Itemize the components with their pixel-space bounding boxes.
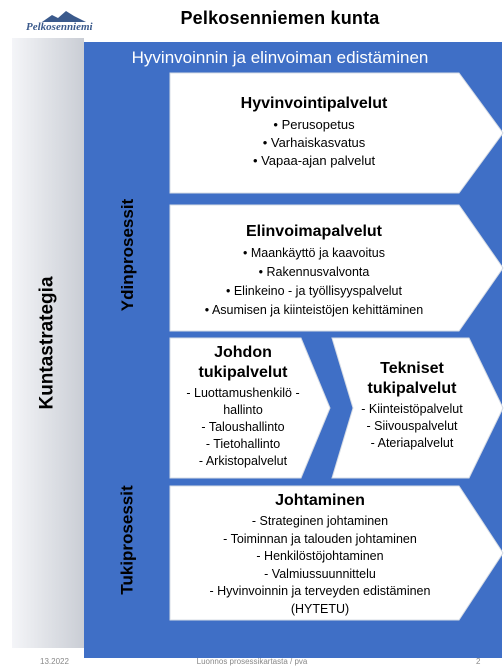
list-item: - Hyvinvoinnin ja terveyden edistäminen (209, 584, 431, 598)
vitality-services-title: Elinvoimapalvelut (245, 223, 383, 240)
footer-date: 13.2022 (40, 657, 69, 666)
vitality-services-box: Elinvoimapalvelut • Maankäyttö ja kaavoi… (169, 204, 504, 332)
list-item: • Varhaiskasvatus (262, 135, 366, 150)
strategy-label: Kuntastrategia (37, 276, 58, 410)
fell-mountain-icon (42, 11, 86, 22)
logo-text: Pelkosenniemi (26, 21, 93, 33)
list-item: hallinto (223, 403, 263, 417)
list-item: • Perusopetus (273, 117, 355, 132)
technical-support-box: Tekniset tukipalvelut - Kiinteistöpalvel… (331, 337, 504, 479)
technical-support-title-line2: tukipalvelut (367, 380, 457, 397)
technical-support-title-line1: Tekniset (380, 360, 444, 377)
list-item: • Asumisen ja kiinteistöjen kehittäminen (204, 303, 424, 317)
list-item: • Vapaa-ajan palvelut (252, 153, 376, 168)
list-item: - Toiminnan ja talouden johtaminen (223, 531, 417, 546)
list-item: - Ateriapalvelut (370, 436, 454, 450)
list-item: - Tietohallinto (205, 437, 281, 451)
list-item: • Maankäyttö ja kaavoitus (243, 246, 385, 260)
management-support-title-line1: Johdon (214, 344, 272, 361)
list-item: - Taloushallinto (201, 420, 285, 434)
list-item: • Rakennusvalvonta (258, 265, 370, 279)
wellbeing-services-title: Hyvinvointipalvelut (240, 95, 388, 112)
support-process-label: Tukiprosessit (118, 485, 137, 595)
list-item: - Valmiussuunnittelu (264, 566, 376, 581)
list-item: - Arkistopalvelut (198, 454, 288, 468)
strategy-arrow: Kuntastrategia (12, 38, 96, 648)
list-item: - Henkilöstöjohtaminen (256, 549, 384, 563)
page-title: Pelkosenniemen kunta (180, 8, 380, 28)
list-item: - Siivouspalvelut (366, 419, 458, 433)
core-process-label: Ydinprosessit (118, 198, 138, 312)
list-item: (HYTETU) (290, 601, 350, 616)
list-item: - Luottamushenkilö - (186, 386, 300, 400)
page-number: 2 (476, 657, 481, 666)
panel-header: Hyvinvoinnin ja elinvoiman edistäminen (131, 48, 429, 67)
management-support-box: Johdon tukipalvelut - Luottamushenkilö -… (169, 337, 331, 479)
list-item: • Elinkeino - ja työllisyyspalvelut (226, 284, 402, 298)
leadership-box: Johtaminen - Strateginen johtaminen - To… (169, 485, 504, 621)
list-item: - Kiinteistöpalvelut (361, 402, 463, 416)
leadership-title: Johtaminen (275, 492, 365, 509)
management-support-title-line2: tukipalvelut (198, 364, 288, 381)
list-item: - Strateginen johtaminen (251, 514, 389, 528)
footer-caption: Luonnos prosessikartasta / pva (196, 657, 308, 666)
municipality-logo: Pelkosenniemi (26, 9, 106, 37)
wellbeing-services-box: Hyvinvointipalvelut • Perusopetus • Varh… (169, 72, 504, 194)
